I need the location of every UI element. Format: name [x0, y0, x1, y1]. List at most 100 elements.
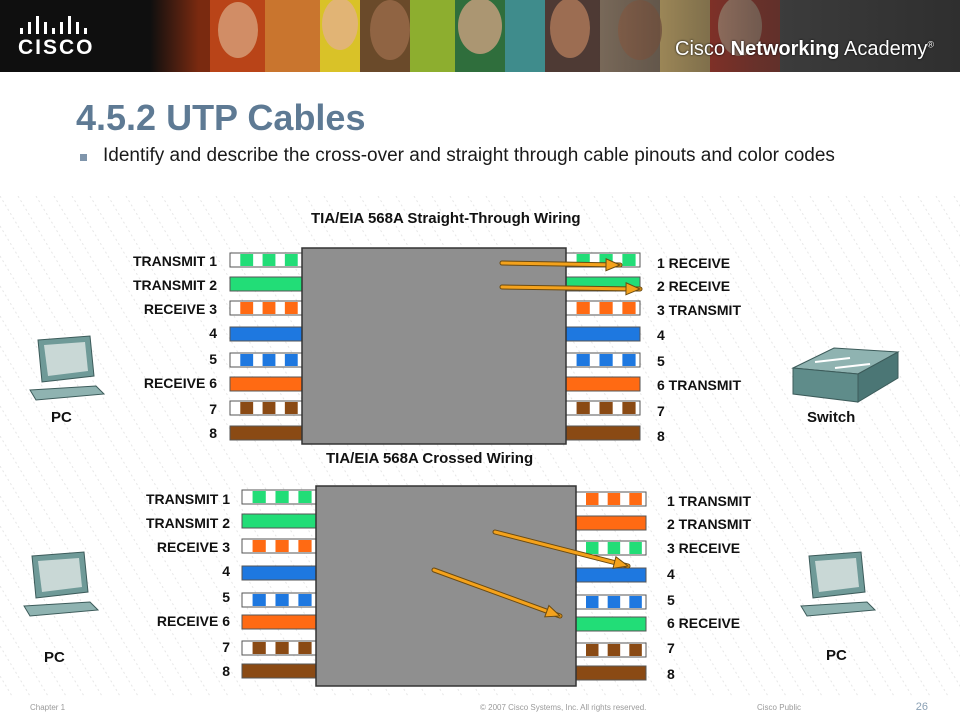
- straight-left-label-1: TRANSMIT 1: [133, 253, 217, 269]
- straight-left-wire-2: [229, 276, 303, 292]
- footer-copyright: © 2007 Cisco Systems, Inc. All rights re…: [480, 703, 647, 712]
- crossed-right-label-5: 5: [667, 592, 675, 608]
- crossed-right-label-4: 4: [667, 566, 675, 582]
- crossed-right-wire-1-stripe: [586, 493, 599, 505]
- straight-right-label-2: 2 RECEIVE: [657, 278, 731, 294]
- straight-left-wire-5-stripe: [240, 354, 254, 366]
- straight-left-label-5: 5: [209, 351, 217, 367]
- switch-label: Switch: [807, 409, 856, 426]
- straight-right-label-3: 3 TRANSMIT: [657, 302, 741, 318]
- crossed-arrow-1-head: [612, 555, 630, 569]
- straight-right-label-4: 4: [657, 327, 665, 343]
- crossed-left-wire-7-stripe: [275, 642, 289, 654]
- pc-bottom-left-icon-screen: [38, 558, 82, 592]
- slide-bullet: Identify and describe the cross-over and…: [103, 145, 835, 166]
- page-number: 26: [915, 701, 928, 713]
- crossed-right-wire-7-stripe: [586, 644, 599, 656]
- crossed-right-wire-6: [575, 616, 647, 632]
- footer-classification: Cisco Public: [757, 703, 802, 712]
- straight-right-wire-3-stripe: [622, 302, 636, 314]
- straight-right-label-6: 6 TRANSMIT: [657, 377, 741, 393]
- crossed-right-label-2: 2 TRANSMIT: [667, 516, 751, 532]
- crossed-right-wire-5-stripe: [629, 596, 642, 608]
- straight-left-wire-5-stripe: [284, 354, 298, 366]
- crossed-arrow-1: [493, 530, 630, 568]
- crossed-left-label-3: RECEIVE 3: [156, 539, 230, 555]
- straight-left-wire-7-stripe: [240, 402, 254, 414]
- straight-arrow-2: [500, 285, 642, 291]
- pc-label-bottom-left: PC: [44, 649, 65, 666]
- straight-right-label-7: 7: [657, 403, 665, 419]
- slide-title: 4.5.2 UTP Cables: [76, 97, 366, 138]
- crossed-title: TIA/EIA 568A Crossed Wiring: [326, 450, 534, 467]
- crossed-left-wire-7-stripe: [298, 642, 312, 654]
- crossed-right-wire-1-stripe: [629, 493, 642, 505]
- straight-right-wire-3-stripe: [576, 302, 590, 314]
- cisco-wordmark: CISCO: [18, 36, 95, 59]
- crossed-left-wire-5-stripe: [275, 594, 289, 606]
- crossed-left-label-7: 7: [222, 639, 230, 655]
- crossed-left-wire-3-stripe: [298, 540, 312, 552]
- straight-left-label-4: 4: [209, 325, 217, 341]
- switch-arrow-icon-1: [814, 357, 851, 363]
- straight-right-wire-1-stripe: [622, 254, 636, 266]
- wiring-diagram-canvas: [0, 196, 960, 696]
- crossed-left-wire-5-stripe: [298, 594, 312, 606]
- straight-left-wire-3-stripe: [284, 302, 298, 314]
- crossed-right-wire-2: [575, 515, 647, 531]
- crossed-cable-box: [315, 485, 577, 687]
- crossed-right-label-6: 6 RECEIVE: [667, 615, 741, 631]
- crossed-left-wire-7-stripe: [252, 642, 266, 654]
- straight-right-wire-5-stripe: [576, 354, 590, 366]
- straight-left-label-2: TRANSMIT 2: [133, 277, 217, 293]
- pc-bottom-right-icon-keyboard: [800, 601, 877, 617]
- straight-left-wire-1-stripe: [262, 254, 276, 266]
- crossed-left-wire-8: [241, 663, 317, 679]
- straight-left-wire-1-stripe: [284, 254, 298, 266]
- straight-left-wire-3-stripe: [262, 302, 276, 314]
- straight-left-wire-1-stripe: [240, 254, 254, 266]
- crossed-right-wire-1-stripe: [607, 493, 621, 505]
- pc-bottom-left-icon-keyboard: [23, 601, 100, 617]
- crossed-left-label-8: 8: [222, 663, 230, 679]
- crossed-right-wire-8: [575, 665, 647, 681]
- straight-left-wire-4: [229, 326, 303, 342]
- crossed-left-wire-4: [241, 565, 317, 581]
- crossed-right-wire-7-stripe: [607, 644, 621, 656]
- straight-left-label-7: 7: [209, 401, 217, 417]
- crossed-left-label-2: TRANSMIT 2: [146, 515, 230, 531]
- people-photo-strip: [150, 0, 960, 72]
- cisco-logo: CISCO: [18, 14, 138, 60]
- crossed-right-label-8: 8: [667, 666, 675, 682]
- straight-arrow-1-head: [605, 257, 622, 272]
- crossed-left-wire-3-stripe: [275, 540, 289, 552]
- straight-left-label-3: RECEIVE 3: [143, 301, 217, 317]
- crossed-arrow-2: [432, 568, 562, 618]
- crossed-right-wire-3-stripe: [629, 542, 642, 554]
- crossed-right-label-1: 1 TRANSMIT: [667, 493, 751, 509]
- straight-right-wire-8: [565, 425, 641, 441]
- crossed-right-wire-5-stripe: [607, 596, 621, 608]
- crossed-right-wire-7-stripe: [629, 644, 642, 656]
- crossed-right-wire-5-stripe: [586, 596, 599, 608]
- header-banner: CISCO Cisco Networking Academy®: [0, 0, 960, 72]
- crossed-left-label-5: 5: [222, 589, 230, 605]
- straight-cable-box: [301, 247, 567, 445]
- straight-left-wire-5-stripe: [262, 354, 276, 366]
- crossed-left-wire-1-stripe: [275, 491, 289, 503]
- straight-arrow-1: [500, 261, 622, 267]
- straight-left-wire-8: [229, 425, 303, 441]
- straight-arrow-2-head: [625, 282, 642, 296]
- switch-front: [792, 367, 859, 403]
- crossed-right-label-3: 3 RECEIVE: [667, 540, 741, 556]
- straight-left-wire-7-stripe: [262, 402, 276, 414]
- crossed-arrow-2-head: [544, 604, 562, 618]
- crossed-right-wire-4: [575, 567, 647, 583]
- straight-left-wire-3-stripe: [240, 302, 254, 314]
- pc-top-icon-keyboard: [29, 385, 106, 401]
- crossed-left-label-4: 4: [222, 563, 230, 579]
- crossed-left-wire-1-stripe: [298, 491, 312, 503]
- pc-label-top: PC: [51, 409, 72, 426]
- crossed-right-wire-3-stripe: [607, 542, 621, 554]
- crossed-right-label-7: 7: [667, 640, 675, 656]
